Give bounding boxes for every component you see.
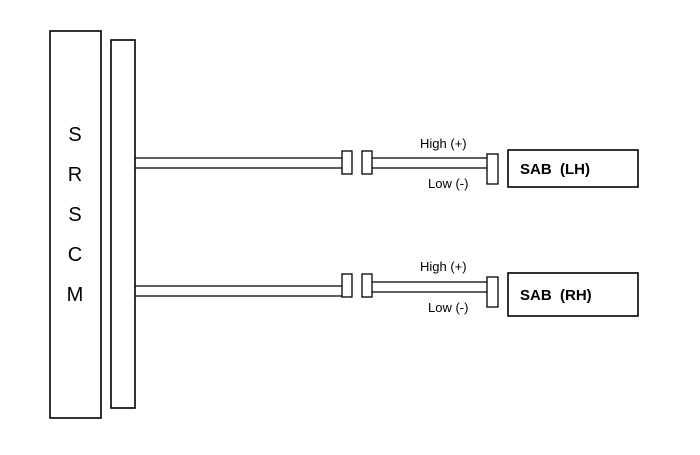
srscm-outer-box [49, 30, 102, 419]
module-letter-2: R [68, 164, 82, 186]
connector-plug-right [361, 150, 373, 175]
module-letter-4: C [68, 244, 82, 266]
low-polarity-label: Low (-) [428, 300, 468, 315]
connector-plug-left [341, 273, 353, 298]
low-polarity-label: Low (-) [428, 176, 468, 191]
high-polarity-label: High (+) [420, 259, 467, 274]
device-terminal [486, 153, 499, 185]
sab-rh-label: SAB (RH) [520, 287, 592, 304]
module-letter-5: M [67, 284, 84, 306]
connector-plug-right [361, 273, 373, 298]
module-letter-1: S [68, 124, 81, 146]
srscm-module: S R S C M [49, 30, 136, 419]
sab-lh-label: SAB (LH) [520, 161, 590, 178]
module-letter-3: S [68, 204, 81, 226]
srscm-connector-box [110, 39, 136, 409]
connector-plug-left [341, 150, 353, 175]
high-polarity-label: High (+) [420, 136, 467, 151]
device-terminal [486, 276, 499, 308]
sab-lh-box [507, 149, 639, 188]
circuit-sab-lh: High (+) Low (-) SAB (LH) [135, 136, 639, 191]
sab-rh-box [507, 272, 639, 317]
circuit-sab-rh: High (+) Low (-) SAB (RH) [135, 259, 639, 317]
